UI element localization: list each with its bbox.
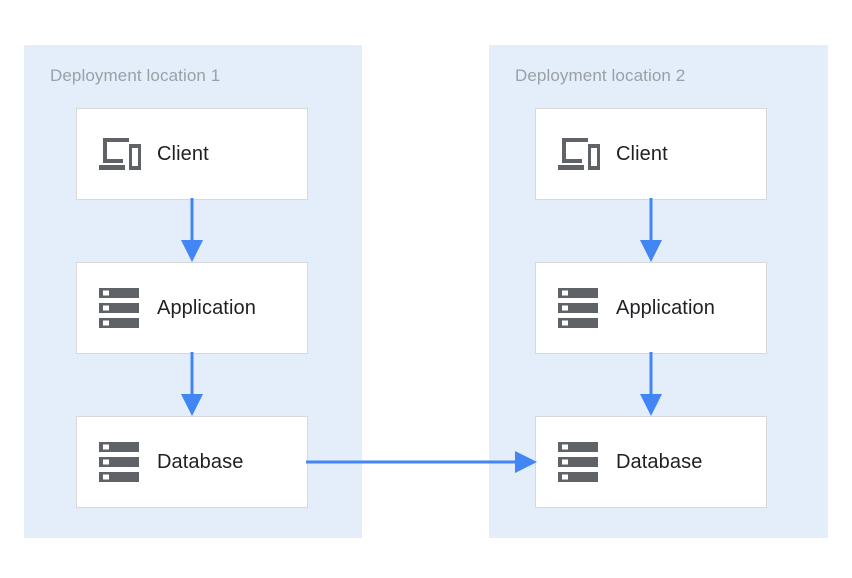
server-stack-icon	[544, 262, 616, 354]
node-label-database-1: Database	[157, 451, 244, 473]
server-stack-icon	[85, 416, 157, 508]
server-stack-icon	[85, 262, 157, 354]
node-label-client-2: Client	[616, 143, 668, 165]
zone-title-2: Deployment location 2	[515, 66, 686, 85]
node-client-2[interactable]: Client	[535, 108, 767, 200]
node-application-1[interactable]: Application	[76, 262, 308, 354]
node-label-application-1: Application	[157, 297, 256, 319]
server-stack-icon	[544, 416, 616, 508]
node-database-1[interactable]: Database	[76, 416, 308, 508]
client-devices-icon	[85, 108, 157, 200]
node-label-application-2: Application	[616, 297, 715, 319]
zone-title-1: Deployment location 1	[50, 66, 221, 85]
node-client-1[interactable]: Client	[76, 108, 308, 200]
node-label-database-2: Database	[616, 451, 703, 473]
client-devices-icon	[544, 108, 616, 200]
node-label-client-1: Client	[157, 143, 209, 165]
node-database-2[interactable]: Database	[535, 416, 767, 508]
node-application-2[interactable]: Application	[535, 262, 767, 354]
